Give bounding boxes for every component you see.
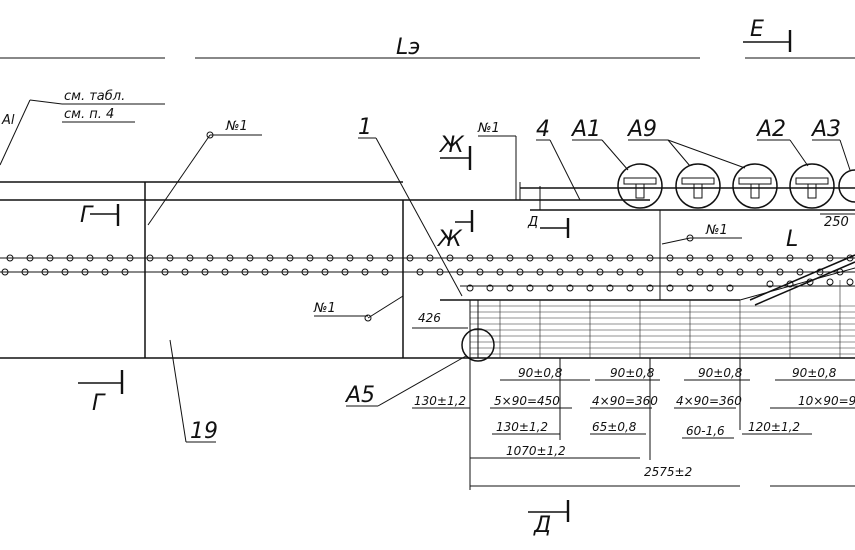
beam-outline <box>0 181 855 359</box>
note: см. табл. см. п. 4 Al <box>0 89 165 166</box>
rebar-row-upper <box>0 254 855 262</box>
end-block-hatch <box>440 254 855 358</box>
dim-1: 90±0,8 <box>518 366 563 380</box>
section-e-label: Е <box>750 17 764 42</box>
d-bottom-label: Д <box>533 513 551 538</box>
no1-label-c: №1 <box>705 223 728 238</box>
dim-426-label: 426 <box>418 311 441 325</box>
length-label: Lэ <box>396 35 420 60</box>
label-item-1: 1 <box>358 115 372 140</box>
dim-11: 65±0,8 <box>592 420 637 434</box>
dim-10: 130±1,2 <box>496 420 548 434</box>
g-mid-label: Г <box>80 203 94 228</box>
label-a5: А5 <box>344 383 375 408</box>
zh-top-label: Ж <box>438 133 465 158</box>
dim-15: 2575±2 <box>644 465 692 479</box>
rebar-row-lower <box>0 268 855 276</box>
dim-9: 10×90=9 <box>798 394 855 408</box>
dim-14: 1070±1,2 <box>506 444 566 458</box>
section-marks: Ж Ж Г Г Д Д L 250 426 <box>78 133 855 538</box>
anchor-circles <box>461 163 855 362</box>
label-a3: А3 <box>810 117 841 142</box>
label-item-4: 4 <box>536 117 550 142</box>
section-mark-e: Е <box>743 17 792 52</box>
dimension-chains: 90±0,8 90±0,8 90±0,8 90±0,8 130±1,2 5×90… <box>412 358 855 490</box>
dim-3: 90±0,8 <box>698 366 743 380</box>
dim-12: 60-1,6 <box>686 424 725 438</box>
dim-7: 4×90=360 <box>592 394 658 408</box>
note-line-2: см. п. 4 <box>64 107 114 122</box>
label-item-19: 19 <box>190 419 218 444</box>
dim-250-label: 250 <box>824 215 849 230</box>
callout-labels: А1 А9 А2 А3 А5 4 1 19 <box>169 115 851 444</box>
fragment-label: Al <box>1 113 15 128</box>
dim-2: 90±0,8 <box>610 366 655 380</box>
dim-6: 5×90=450 <box>494 394 560 408</box>
label-a1: А1 <box>570 117 601 142</box>
note-line-1: см. табл. <box>64 89 125 104</box>
no1-label-a: №1 <box>225 119 248 134</box>
g-bottom-label: Г <box>92 391 106 416</box>
dim-8: 4×90=360 <box>676 394 742 408</box>
dim-5: 130±1,2 <box>414 394 466 408</box>
no1-label-b: №1 <box>477 121 500 136</box>
length-dimension: Lэ <box>0 35 855 60</box>
no1-label-d: №1 <box>313 301 336 316</box>
dim-4: 90±0,8 <box>792 366 837 380</box>
zh-mid-label: Ж <box>436 227 463 252</box>
label-a2: А2 <box>755 117 786 142</box>
weld-marks: №1 №1 №1 №1 <box>147 119 742 322</box>
corner-mark: L <box>786 227 798 252</box>
label-a9: А9 <box>626 117 657 142</box>
dim-13: 120±1,2 <box>748 420 800 434</box>
d-mid-label: Д <box>527 215 538 230</box>
